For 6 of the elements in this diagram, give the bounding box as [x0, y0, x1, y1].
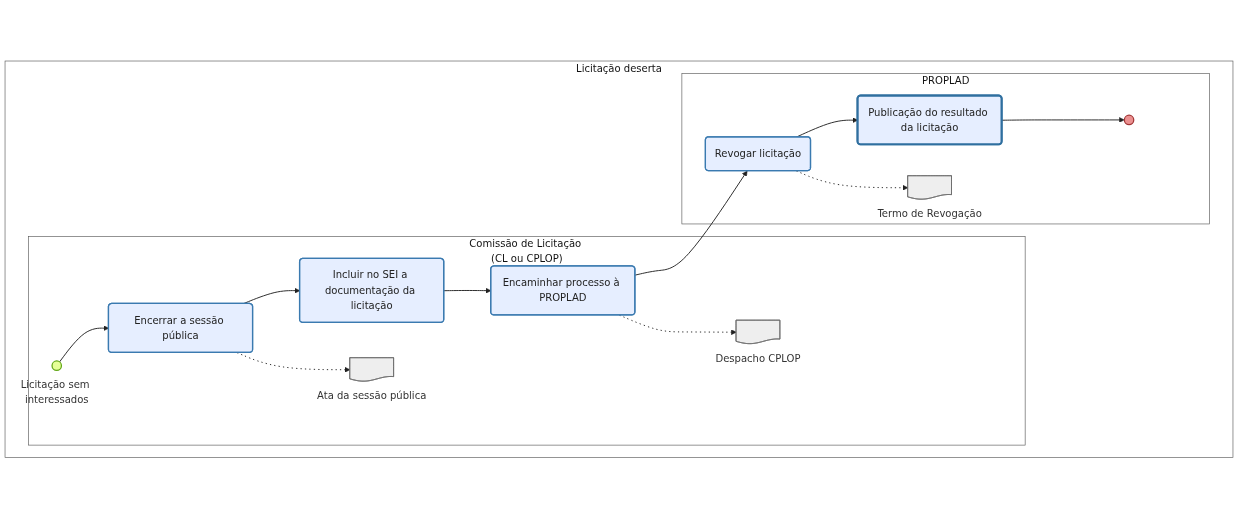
node-label: Licitação sem interessados	[20, 379, 90, 406]
node-label: Ata da sessão pública	[317, 389, 427, 402]
node-circle	[51, 360, 63, 372]
node-circle	[1123, 114, 1135, 126]
node-label: Despacho CPLOP	[715, 352, 801, 365]
node-label: Termo de Revogação	[877, 207, 982, 220]
